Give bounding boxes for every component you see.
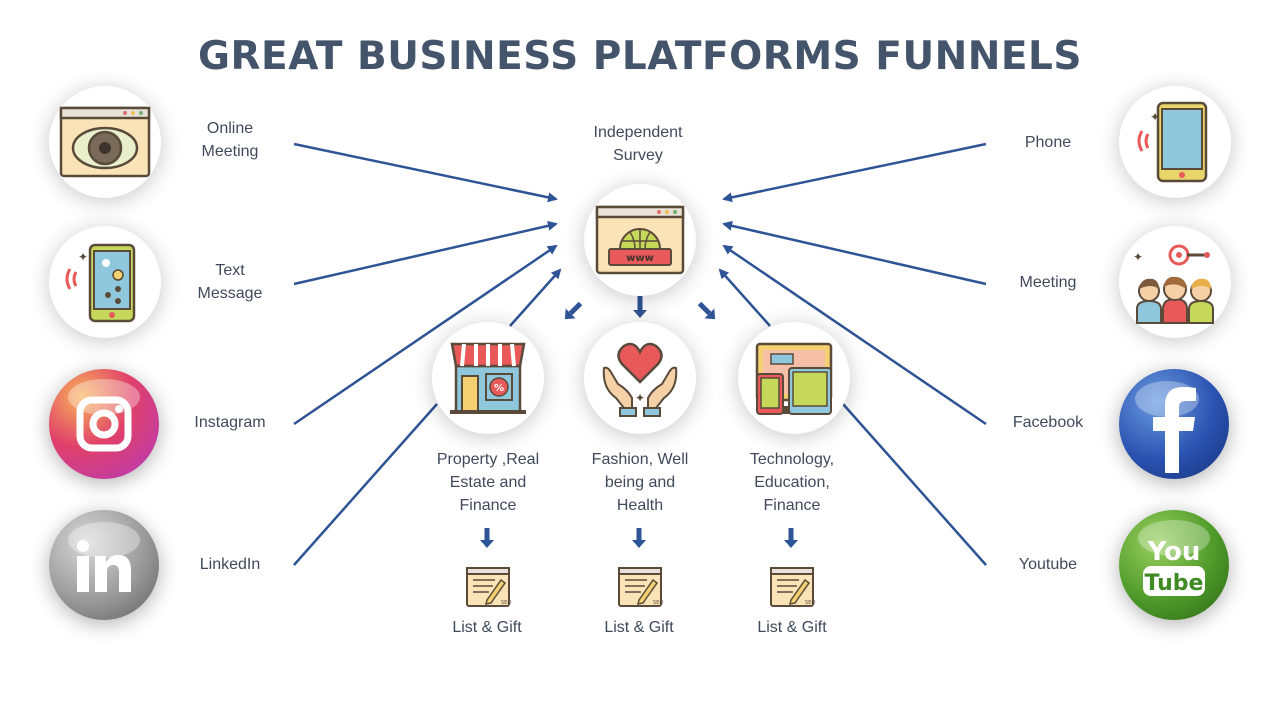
connector-youtube-upper (718, 268, 771, 327)
connector-phone (722, 142, 987, 203)
category-label-fashion: Fashion, Well being and Health (591, 451, 689, 514)
svg-text:Tube: Tube (1145, 571, 1204, 596)
connector-linkedin-upper (509, 268, 562, 327)
arrow-down-cat2 (632, 528, 646, 548)
connector-linkedin (293, 403, 438, 566)
eye-browser-icon (49, 86, 161, 198)
instagram-icon (49, 369, 159, 479)
connector-online-meeting (293, 142, 558, 203)
result-label-property: List & Gift (452, 619, 522, 636)
source-label-online-meeting: Online Meeting (201, 120, 259, 160)
center-label: Independent Survey (593, 124, 683, 164)
connector-meeting (722, 220, 987, 286)
seo-document-icon: SEO (770, 567, 815, 607)
arrow-down-cat3 (784, 528, 798, 548)
devices-icon (738, 322, 850, 434)
svg-text:%: % (494, 383, 504, 394)
svg-text:SEO: SEO (805, 600, 815, 606)
source-label-youtube: Youtube (1018, 556, 1078, 573)
svg-text:You: You (1147, 537, 1201, 567)
seo-document-icon: SEO (466, 567, 511, 607)
source-label-instagram: Instagram (194, 414, 266, 431)
facebook-icon (1119, 369, 1229, 479)
svg-text:SEO: SEO (653, 600, 663, 606)
www-globe-icon: www (584, 184, 696, 296)
seo-document-icon: SEO (618, 567, 663, 607)
category-label-property: Property ,Real Estate and Finance (436, 451, 540, 514)
source-label-facebook: Facebook (1012, 414, 1084, 431)
heart-hands-icon: ✦ (584, 322, 696, 434)
connector-instagram (293, 244, 558, 426)
svg-text:✦: ✦ (1133, 250, 1143, 264)
connector-facebook (722, 244, 987, 426)
arrow-down-cat1 (480, 528, 494, 548)
source-label-text-message: Text Message (197, 262, 263, 302)
result-label-fashion: List & Gift (604, 619, 674, 636)
svg-text:SEO: SEO (501, 600, 511, 606)
arrow-down-right (697, 301, 716, 320)
svg-text:✦: ✦ (1150, 110, 1160, 124)
connector-text-message (293, 220, 558, 286)
arrow-down-left (564, 301, 583, 320)
store-icon: % (432, 322, 544, 434)
linkedin-icon (49, 510, 159, 620)
people-meeting-icon: ✦ (1119, 226, 1231, 338)
source-label-meeting: Meeting (1019, 274, 1077, 291)
source-label-phone: Phone (1024, 134, 1072, 151)
youtube-icon: You Tube (1119, 510, 1229, 620)
svg-text:✦: ✦ (635, 391, 645, 405)
svg-text:www: www (626, 253, 654, 264)
phone-message-icon: ✦ (49, 226, 161, 338)
page-title: GREAT BUSINESS PLATFORMS FUNNELS (198, 34, 1082, 79)
tablet-phone-icon: ✦ (1119, 86, 1231, 198)
source-label-linkedin: LinkedIn (199, 556, 261, 573)
category-label-technology: Technology, Education, Finance (749, 451, 835, 514)
connector-youtube (842, 403, 987, 566)
result-label-technology: List & Gift (757, 619, 827, 636)
svg-text:✦: ✦ (78, 250, 88, 264)
arrow-down-center (633, 296, 647, 318)
